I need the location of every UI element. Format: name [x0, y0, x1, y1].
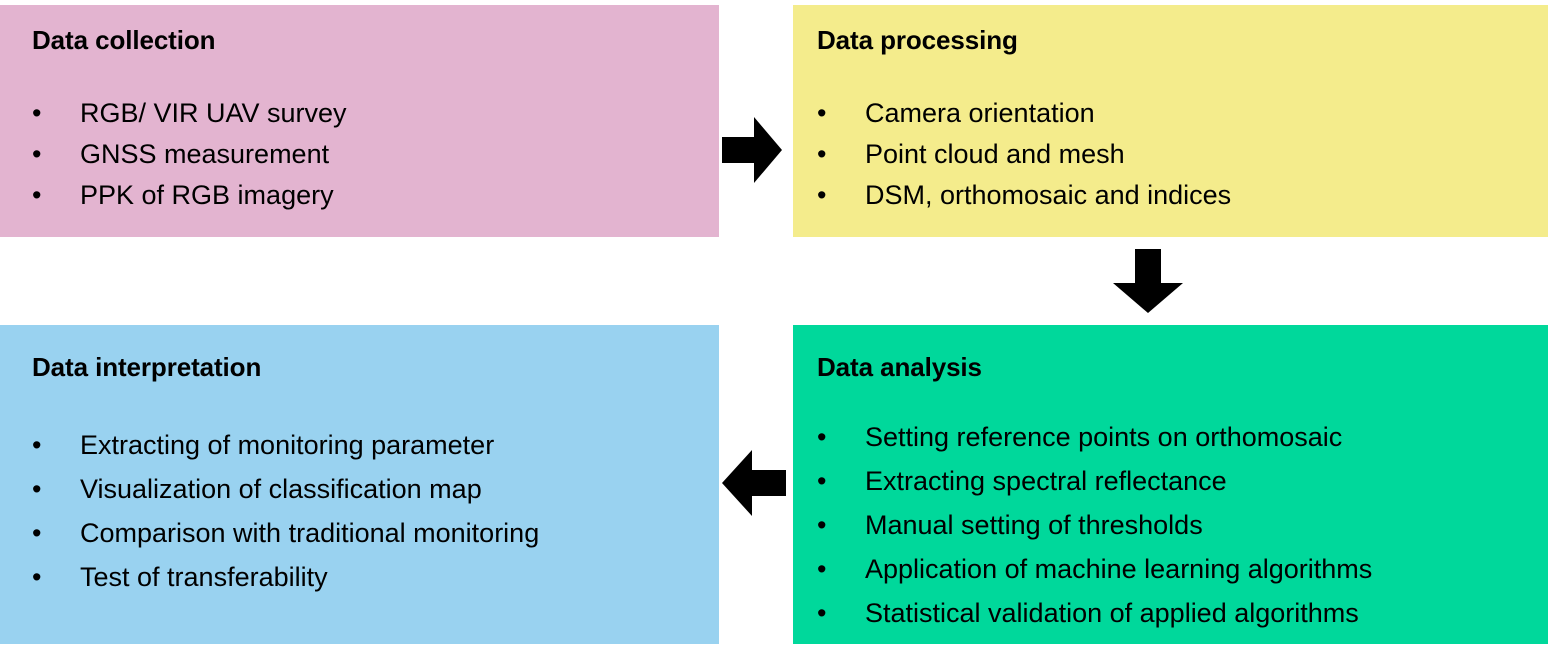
list-item-label: Extracting of monitoring parameter — [80, 430, 495, 460]
list-item-label: Point cloud and mesh — [865, 139, 1125, 169]
list-item: • Application of machine learning algori… — [817, 547, 1372, 591]
list-item: • RGB/ VIR UAV survey — [32, 93, 347, 134]
arrow-down-icon — [1113, 249, 1183, 313]
list-item: • Statistical validation of applied algo… — [817, 591, 1372, 635]
list-item: • Manual setting of thresholds — [817, 503, 1372, 547]
list-item-label: Setting reference points on orthomosaic — [865, 422, 1343, 452]
bullet-dot-icon: • — [32, 98, 42, 128]
bullet-dot-icon: • — [817, 139, 827, 169]
flow-box-data-interpretation: Data interpretation • Extracting of moni… — [0, 325, 719, 644]
flow-box-title: Data processing — [817, 25, 1018, 55]
list-item-label: Comparison with traditional monitoring — [80, 518, 540, 548]
list-item-label: Camera orientation — [865, 98, 1095, 128]
flow-box-title: Data interpretation — [32, 352, 262, 382]
bullet-dot-icon: • — [32, 474, 42, 504]
flow-box-title: Data analysis — [817, 352, 982, 382]
bullet-dot-icon: • — [32, 430, 42, 460]
list-item-label: Statistical validation of applied algori… — [865, 598, 1359, 628]
list-item: • PPK of RGB imagery — [32, 175, 347, 216]
list-item-label: Extracting spectral reflectance — [865, 466, 1227, 496]
bullet-dot-icon: • — [817, 422, 827, 452]
bullet-dot-icon: • — [32, 180, 42, 210]
list-item: • Extracting of monitoring parameter — [32, 423, 539, 467]
list-item: • Comparison with traditional monitoring — [32, 511, 539, 555]
bullet-dot-icon: • — [32, 139, 42, 169]
list-item-label: PPK of RGB imagery — [80, 180, 334, 210]
flow-box-bullet-list: • Camera orientation • Point cloud and m… — [817, 93, 1231, 216]
list-item: • Visualization of classification map — [32, 467, 539, 511]
flow-box-data-collection: Data collection • RGB/ VIR UAV survey • … — [0, 5, 719, 237]
bullet-dot-icon: • — [817, 98, 827, 128]
bullet-dot-icon: • — [817, 466, 827, 496]
flow-box-title: Data collection — [32, 25, 216, 55]
list-item: • Test of transferability — [32, 555, 539, 599]
flow-box-data-analysis: Data analysis • Setting reference points… — [793, 325, 1548, 644]
list-item-label: Application of machine learning algorith… — [865, 554, 1373, 584]
list-item-label: RGB/ VIR UAV survey — [80, 98, 347, 128]
flow-box-bullet-list: • RGB/ VIR UAV survey • GNSS measurement… — [32, 93, 347, 216]
arrow-right-icon — [722, 117, 782, 183]
list-item-label: Manual setting of thresholds — [865, 510, 1203, 540]
arrow-left-icon — [722, 450, 786, 516]
list-item: • GNSS measurement — [32, 134, 347, 175]
list-item: • Extracting spectral reflectance — [817, 459, 1372, 503]
flow-box-bullet-list: • Setting reference points on orthomosai… — [817, 415, 1372, 635]
flow-box-data-processing: Data processing • Camera orientation • P… — [793, 5, 1548, 237]
bullet-dot-icon: • — [817, 598, 827, 628]
bullet-dot-icon: • — [32, 518, 42, 548]
list-item: • Camera orientation — [817, 93, 1231, 134]
list-item: • Point cloud and mesh — [817, 134, 1231, 175]
list-item: • Setting reference points on orthomosai… — [817, 415, 1372, 459]
list-item-label: Test of transferability — [80, 562, 328, 592]
bullet-dot-icon: • — [817, 510, 827, 540]
bullet-dot-icon: • — [817, 554, 827, 584]
list-item-label: DSM, orthomosaic and indices — [865, 180, 1232, 210]
bullet-dot-icon: • — [32, 562, 42, 592]
flow-box-bullet-list: • Extracting of monitoring parameter • V… — [32, 423, 539, 599]
list-item: • DSM, orthomosaic and indices — [817, 175, 1231, 216]
bullet-dot-icon: • — [817, 180, 827, 210]
list-item-label: Visualization of classification map — [80, 474, 482, 504]
list-item-label: GNSS measurement — [80, 139, 330, 169]
